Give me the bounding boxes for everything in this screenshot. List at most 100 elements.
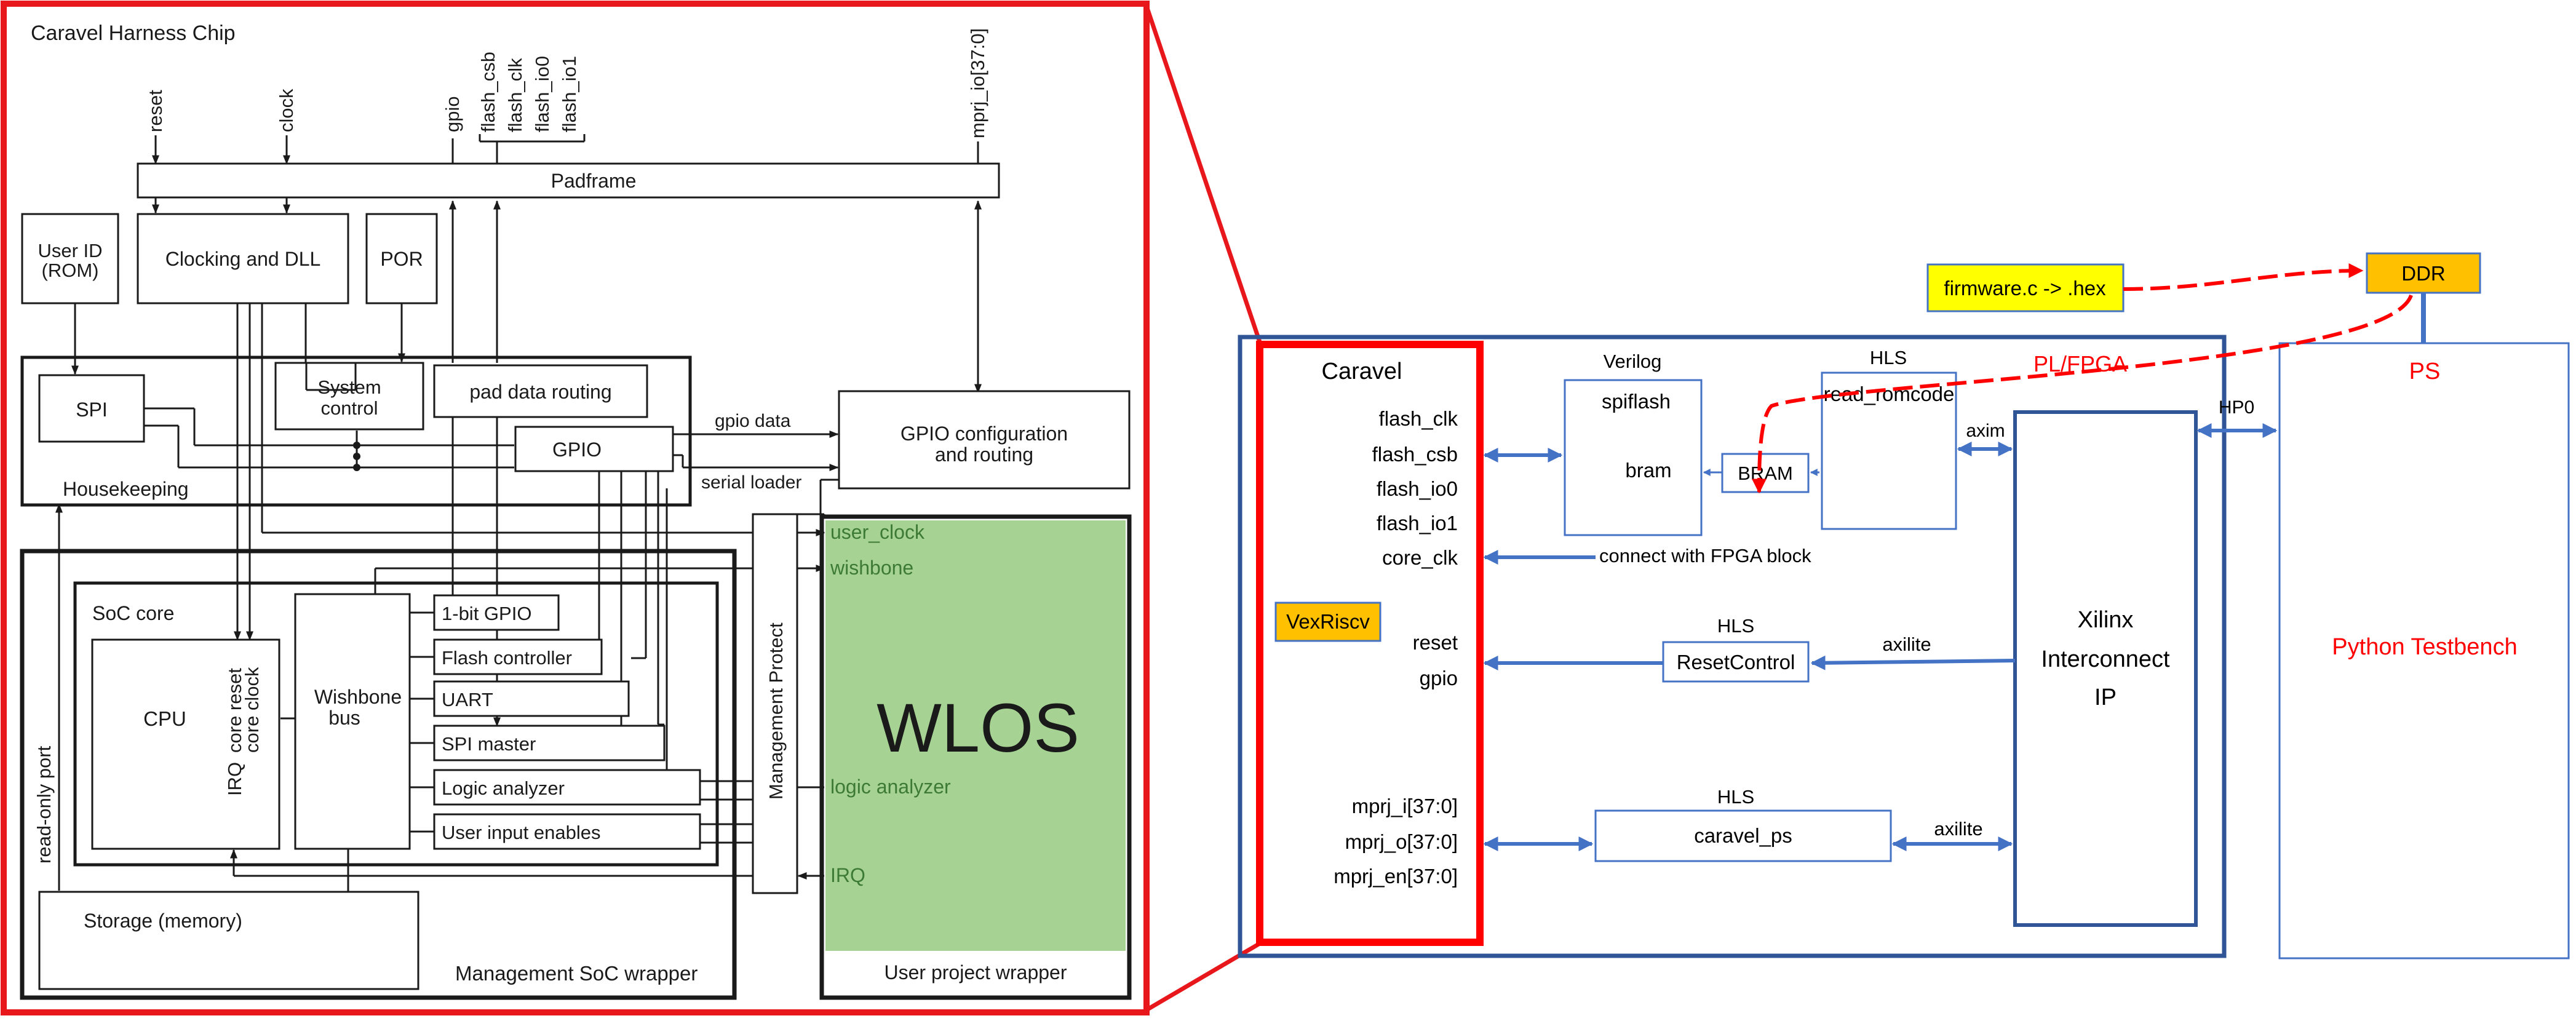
logic-analyzer-signal: logic analyzer [830, 776, 951, 798]
peripheral-label: User input enables [442, 822, 601, 843]
signal-gpio: gpio [1420, 667, 1458, 689]
user-clock-signal: user_clock [830, 521, 925, 543]
firmware-to-ddr-arrow [2123, 263, 2364, 291]
wlos-green-area [825, 520, 1126, 951]
caravel-ps-box [1594, 809, 1892, 862]
peripheral-logic-analyzer [433, 769, 701, 806]
signal-mprj-i: mprj_i[37:0] [1352, 795, 1458, 817]
soc-core-box [73, 581, 719, 867]
pl-fpga-label: PL/FPGA [2033, 351, 2127, 376]
bram-label: BRAM [1738, 463, 1793, 484]
reset-control-box [1662, 641, 1810, 683]
blue-connectors [1483, 423, 2278, 851]
wlos-label: WLOS [877, 689, 1079, 766]
wishbone-bus-label-1: Wishbone [314, 686, 402, 708]
axilite-label-2: axilite [1934, 818, 1982, 840]
vexriscv-label: VexRiscv [1286, 610, 1370, 633]
signal-flash-clk: flash_clk [1379, 407, 1458, 430]
pin-reset: reset [145, 90, 166, 132]
read-romcode-box [1821, 371, 1957, 530]
gpio-data-label: gpio data [715, 411, 791, 431]
caravel-title: Caravel [1322, 359, 1402, 384]
hls-reset-tag: HLS [1717, 615, 1754, 637]
gpio-connections [673, 431, 839, 471]
caravel-ps-label: caravel_ps [1694, 824, 1792, 847]
axim-label: axim [1966, 421, 2005, 441]
peripheral-uart [433, 680, 630, 717]
junction-dot-1 [353, 464, 360, 471]
pin-mprj-io: mprj_io[37:0] [967, 28, 988, 138]
padframe-connections [152, 197, 982, 394]
pad-data-routing-box [433, 364, 648, 418]
peripheral-label: Logic analyzer [442, 777, 565, 799]
cpu-box [91, 638, 280, 850]
por-label: POR [380, 248, 423, 270]
pin-flash-io0: flash_io0 [531, 56, 553, 132]
spiflash-box [1564, 379, 1703, 536]
bus-peripheral-links [347, 590, 434, 892]
peripheral-label: Flash controller [442, 647, 572, 669]
management-protect-label: Management Protect [765, 622, 787, 800]
irq-signal: IRQ [830, 864, 865, 886]
read-only-port-label: read-only port [33, 745, 55, 864]
hls-ps-tag: HLS [1717, 786, 1754, 808]
management-protect-box [752, 513, 798, 894]
housekeeping-box [20, 356, 692, 507]
management-soc-wrapper-label: Management SoC wrapper [455, 962, 698, 985]
hls-romcode-tag: HLS [1870, 347, 1907, 368]
pin-clock: clock [276, 89, 297, 132]
cpu-irq-label: IRQ [224, 762, 245, 796]
caravel-harness-chip: Caravel Harness Chip Padframe reset cloc… [1, 1, 1262, 1015]
pin-flash-clk: flash_clk [504, 58, 526, 132]
ps-box [2278, 342, 2570, 959]
user-id-label-2: (ROM) [42, 260, 99, 281]
zoom-line-bottom [1145, 941, 1261, 1012]
junction-dot-3 [353, 442, 360, 449]
hp0-label: HP0 [2219, 397, 2254, 418]
por-box [365, 213, 438, 304]
interconnect-label-3: IP [2094, 685, 2117, 710]
peripheral-user-input-enables [433, 813, 701, 850]
pin-flash-csb: flash_csb [477, 52, 499, 132]
soc-core-label: SoC core [92, 602, 174, 624]
fpga-system-diagram: PL/FPGA Caravel flash_clk flash_csb flas… [1238, 252, 2570, 959]
signal-mprj-en: mprj_en[37:0] [1334, 865, 1458, 888]
pad-data-routing-label: pad data routing [469, 381, 611, 403]
bram-inner-label: bram [1625, 459, 1671, 482]
vexriscv-box [1274, 602, 1381, 642]
spiflash-label: spiflash [1602, 390, 1671, 413]
management-soc-wrapper-box [20, 549, 737, 1000]
connect-fpga-label: connect with FPGA block [1599, 545, 1811, 566]
storage-box [38, 891, 419, 990]
core-clock-label: core clock [241, 667, 263, 753]
signal-mprj-o: mprj_o[37:0] [1345, 830, 1458, 853]
pin-gpio: gpio [442, 96, 463, 132]
interconnect-label-1: Xilinx [2078, 607, 2134, 633]
chip-red-frame [1, 1, 1150, 1015]
firmware-box [1926, 263, 2125, 312]
housekeeping-label: Housekeeping [63, 478, 189, 500]
system-control-label-2: control [320, 397, 378, 419]
wishbone-bus-label-2: bus [328, 707, 360, 729]
signal-flash-io0: flash_io0 [1377, 477, 1458, 500]
firmware-label: firmware.c -> .hex [1944, 277, 2106, 300]
storage-label: Storage (memory) [84, 910, 242, 932]
gpio-label: GPIO [552, 439, 602, 461]
zoom-line-top [1144, 5, 1262, 343]
interconnect-box [2013, 410, 2198, 927]
system-control-label-1: System [317, 376, 381, 398]
caravel-signal-list: flash_clk flash_csb flash_io0 flash_io1 … [1334, 407, 1458, 888]
peripheral-spi-master [433, 725, 666, 761]
padframe-label: Padframe [551, 170, 637, 192]
signal-flash-io1: flash_io1 [1377, 512, 1458, 534]
spi-label: SPI [76, 399, 108, 421]
gpio-config-box [838, 390, 1131, 490]
cpu-label: CPU [143, 707, 186, 730]
gpio-config-label-1: GPIO configuration [900, 423, 1068, 445]
serial-loader-label: serial loader [701, 472, 801, 493]
system-control-box [274, 362, 424, 431]
python-testbench-label: Python Testbench [2332, 634, 2517, 660]
verilog-tag: Verilog [1604, 351, 1662, 372]
pin-flash-io1: flash_io1 [559, 56, 580, 132]
